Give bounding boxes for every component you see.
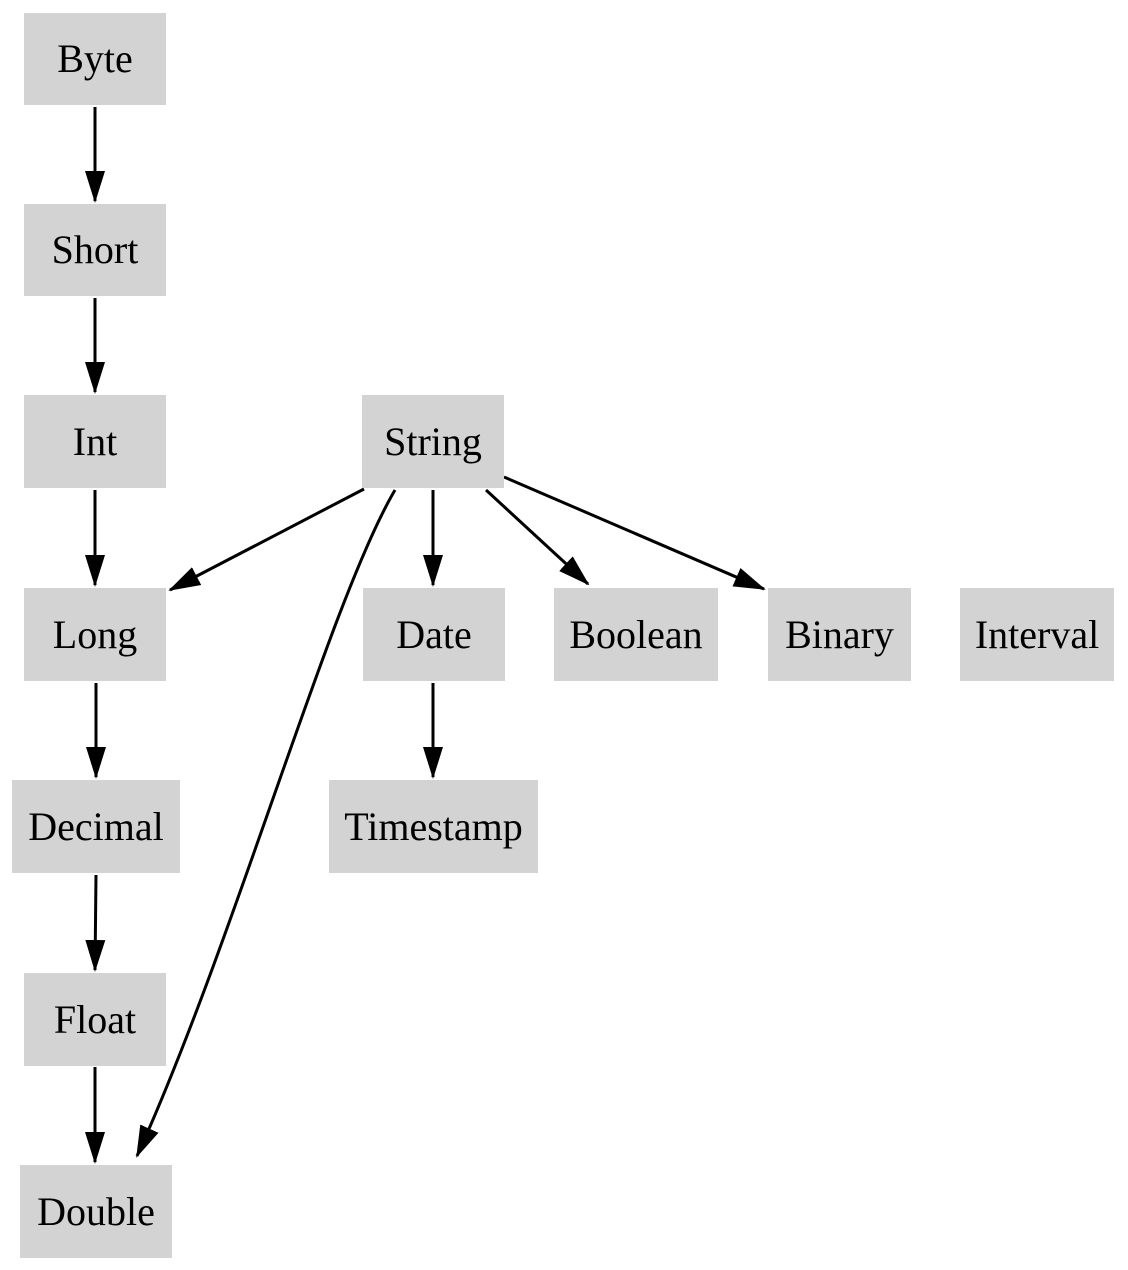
node-date: Date (363, 588, 505, 681)
node-label: Date (396, 611, 472, 657)
node-label: Short (51, 227, 139, 272)
node-byte: Byte (24, 13, 166, 105)
node-long: Long (24, 588, 166, 681)
node-int: Int (24, 395, 166, 488)
node-label: Decimal (28, 803, 164, 849)
edge-string-to-binary (503, 475, 766, 591)
node-label: Double (37, 1188, 155, 1234)
node-float: Float (24, 973, 166, 1066)
node-label: Boolean (569, 611, 703, 657)
node-label: Timestamp (344, 803, 523, 849)
node-string: String (362, 395, 504, 488)
node-binary: Binary (768, 588, 911, 681)
node-interval: Interval (960, 588, 1114, 681)
edge-string-to-long (168, 487, 365, 592)
edge-string-to-double (135, 489, 397, 1158)
node-label: Long (52, 611, 138, 657)
node-label: Float (53, 996, 137, 1042)
node-label: Binary (785, 611, 894, 657)
node-label: Interval (974, 611, 1100, 657)
node-double: Double (20, 1165, 172, 1258)
node-label: Byte (57, 36, 133, 81)
node-short: Short (24, 204, 166, 296)
node-timestamp: Timestamp (329, 780, 538, 873)
node-boolean: Boolean (554, 588, 718, 681)
node-decimal: Decimal (12, 780, 180, 873)
node-label: Int (72, 418, 118, 464)
edge-string-to-boolean (484, 488, 590, 586)
edge-decimal-to-float (85, 874, 106, 972)
node-label: String (384, 418, 482, 464)
